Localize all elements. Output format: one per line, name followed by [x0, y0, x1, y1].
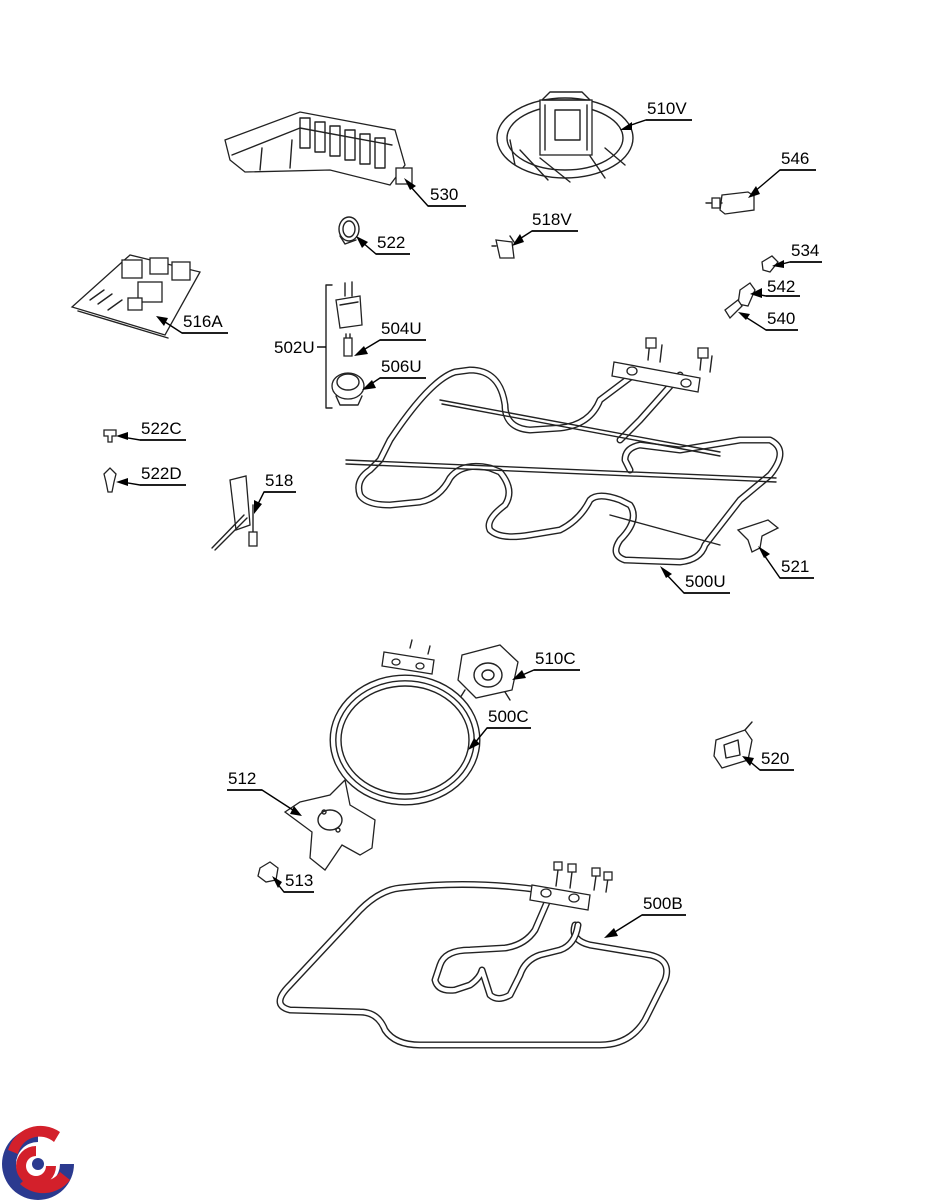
svg-text:504U: 504U [381, 319, 422, 338]
label-540: 540 [738, 309, 798, 331]
label-522C: 522C [116, 419, 186, 441]
svg-text:518: 518 [265, 471, 293, 490]
part-518V-sensor[interactable] [491, 235, 515, 259]
svg-text:502U: 502U [274, 338, 315, 357]
label-512: 512 [227, 769, 302, 816]
label-521: 521 [758, 546, 814, 579]
svg-text:534: 534 [791, 241, 819, 260]
svg-text:512: 512 [228, 769, 256, 788]
label-500C: 500C [468, 707, 531, 750]
part-522D-screw[interactable] [103, 467, 117, 493]
label-510V: 510V [620, 99, 692, 130]
part-500B-lower-heating-element[interactable] [276, 861, 671, 1049]
brand-swirl-logo-icon [2, 1125, 74, 1200]
svg-text:510C: 510C [535, 649, 576, 668]
label-500U: 500U [660, 566, 730, 594]
label-522D: 522D [116, 464, 186, 486]
part-500C-circular-element[interactable] [329, 639, 481, 806]
label-542: 542 [750, 277, 800, 298]
label-530: 530 [404, 178, 466, 207]
label-500B: 500B [604, 894, 686, 938]
svg-text:500B: 500B [643, 894, 683, 913]
part-540-lever[interactable] [724, 299, 743, 320]
part-530-terminal-block[interactable] [224, 111, 413, 186]
svg-text:506U: 506U [381, 357, 422, 376]
part-500U-upper-heating-element[interactable] [345, 337, 784, 566]
svg-text:522: 522 [377, 233, 405, 252]
svg-text:518V: 518V [532, 210, 572, 229]
svg-text:510V: 510V [647, 99, 687, 118]
label-518V: 518V [512, 210, 578, 246]
label-506U: 506U [362, 357, 426, 390]
part-512-fan-blade[interactable] [283, 778, 376, 871]
part-521-bracket[interactable] [736, 519, 780, 553]
svg-text:522D: 522D [141, 464, 182, 483]
label-513: 513 [272, 871, 314, 893]
part-510V-cooling-fan[interactable] [496, 91, 634, 183]
svg-text:530: 530 [430, 185, 458, 204]
part-510C-convection-motor[interactable] [457, 644, 519, 701]
svg-text:500U: 500U [685, 572, 726, 591]
label-518: 518 [254, 471, 296, 514]
svg-text:542: 542 [767, 277, 795, 296]
svg-text:500C: 500C [488, 707, 529, 726]
label-546: 546 [748, 149, 816, 198]
part-522-clip[interactable] [338, 216, 360, 245]
part-546-component[interactable] [705, 191, 755, 215]
label-522: 522 [356, 233, 410, 255]
label-534: 534 [772, 241, 822, 268]
label-520: 520 [742, 749, 794, 771]
label-504U: 504U [354, 319, 426, 356]
label-516A: 516A [156, 312, 228, 334]
part-502U-thermostat-group[interactable] [325, 281, 365, 409]
label-502U: 502U [274, 338, 326, 357]
svg-text:540: 540 [767, 309, 795, 328]
part-534-knob[interactable] [761, 255, 779, 273]
svg-text:521: 521 [781, 557, 809, 576]
part-518-probe-sensor[interactable] [211, 475, 258, 551]
svg-text:520: 520 [761, 749, 789, 768]
part-522C-screw[interactable] [103, 429, 117, 443]
svg-text:516A: 516A [183, 312, 223, 331]
label-510C: 510C [512, 649, 580, 680]
svg-text:513: 513 [285, 871, 313, 890]
svg-text:522C: 522C [141, 419, 182, 438]
part-516A-control-board[interactable] [70, 254, 201, 339]
svg-text:546: 546 [781, 149, 809, 168]
